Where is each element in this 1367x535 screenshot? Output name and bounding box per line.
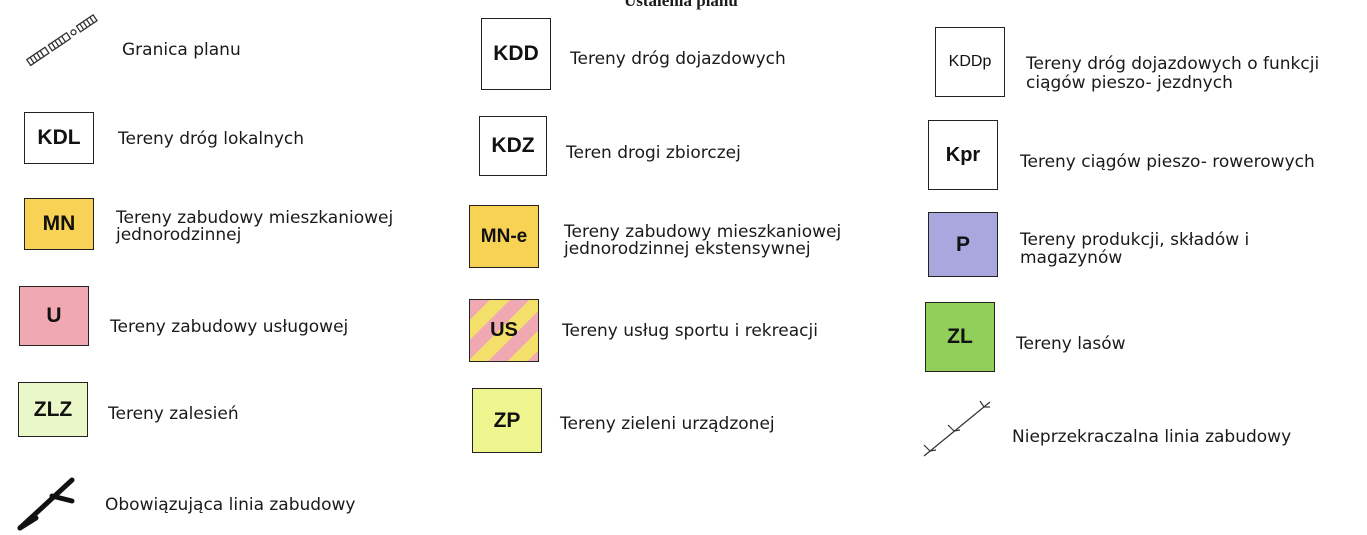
u-label: Tereny zabudowy usługowej xyxy=(110,317,349,337)
kpr-symbol: Kpr xyxy=(928,120,998,190)
granica-label: Granica planu xyxy=(122,40,241,60)
building-line-tick-icon xyxy=(923,400,991,457)
kddp-symbol: KDDp xyxy=(935,27,1005,97)
mandatory-building-line-icon xyxy=(17,477,75,531)
us-symbol: US xyxy=(469,299,539,362)
u-symbol: U xyxy=(19,286,89,346)
kdl-label: Tereny dróg lokalnych xyxy=(118,129,305,149)
kddp-label-line1: Tereny dróg dojazdowych o funkcji xyxy=(1026,54,1320,74)
mn-symbol: MN xyxy=(24,198,94,250)
kddp-label-line2: ciągów pieszo- jezdnych xyxy=(1026,73,1233,93)
mn-label-line1: Tereny zabudowy mieszkaniowej xyxy=(116,208,394,228)
p-label-line1: Tereny produkcji, składów i xyxy=(1020,230,1250,250)
mne-symbol: MN-e xyxy=(469,205,539,268)
zlz-label: Tereny zalesień xyxy=(108,404,239,424)
zl-symbol: ZL xyxy=(925,302,995,372)
kdl-symbol: KDL xyxy=(24,112,94,164)
obowiazujaca-label: Obowiązująca linia zabudowy xyxy=(105,495,356,515)
p-label-line2: magazynów xyxy=(1020,248,1123,268)
nieprzekraczalna-label: Nieprzekraczalna linia zabudowy xyxy=(1012,427,1292,447)
us-label: Tereny usług sportu i rekreacji xyxy=(562,321,818,341)
kdz-label: Teren drogi zbiorczej xyxy=(566,143,741,163)
zl-label: Tereny lasów xyxy=(1016,334,1126,354)
kdz-symbol: KDZ xyxy=(479,116,547,176)
p-symbol: P xyxy=(928,212,998,277)
kdd-label: Tereny dróg dojazdowych xyxy=(570,49,786,69)
mne-label-line1: Tereny zabudowy mieszkaniowej xyxy=(564,222,842,242)
mne-label-line2: jednorodzinnej ekstensywnej xyxy=(564,239,811,259)
dashed-boundary-line-icon xyxy=(25,13,98,67)
zp-symbol: ZP xyxy=(472,388,542,453)
kdd-symbol: KDD xyxy=(481,18,551,90)
kpr-label: Tereny ciągów pieszo- rowerowych xyxy=(1020,152,1315,172)
zlz-symbol: ZLZ xyxy=(18,382,88,437)
zp-label: Tereny zieleni urządzonej xyxy=(560,414,775,434)
mn-label-line2: jednorodzinnej xyxy=(116,225,242,245)
legend-heading: Ustalenia planu xyxy=(624,0,738,10)
